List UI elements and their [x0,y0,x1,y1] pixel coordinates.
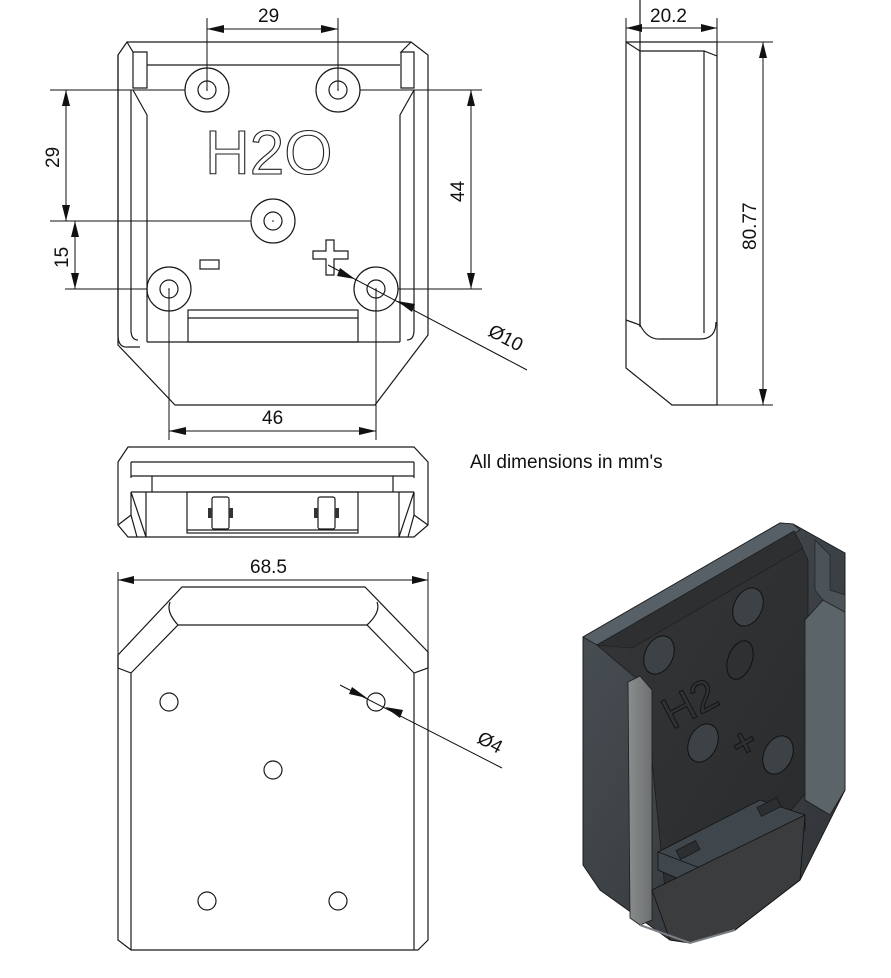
render-right-rail [804,599,846,816]
units-note: All dimensions in mm's [470,452,663,473]
iso-render: H2 [582,522,846,945]
front-left-rail-inner [130,90,139,341]
dim-side-height: 80.77 [740,202,761,250]
logo-h2o: H2O [205,119,332,188]
front-left-rail-outer [117,55,140,348]
front-left-tab [126,41,148,89]
render-left-rail [627,675,653,926]
front-connector-block [187,309,359,343]
back-outer-outline [117,586,429,951]
back-dimensions: 68.5 Ø4 [117,557,507,769]
front-right-tab [399,41,415,89]
minus-terminal-mark [199,259,220,270]
render-hole [762,735,794,775]
plus-terminal-mark [312,239,349,276]
back-hole-top-left [159,692,179,712]
end-clip-right [314,496,339,530]
side-lower-curve [625,319,717,340]
front-right-rail-inner [406,90,415,341]
front-right-wall [399,89,415,342]
front-left-wall [132,89,148,342]
dim-vertical-upper: 29 [43,147,64,168]
end-connector-block [186,491,359,534]
back-view [117,586,429,951]
dim-hole-spacing-bottom: 46 [262,408,283,429]
dim-back-width: 68.5 [250,557,287,578]
render-hole [643,635,675,675]
dim-back-hole-diameter: Ø4 [474,728,507,759]
front-dimensions: 29 29 15 44 46 Ø10 [43,6,528,440]
front-outer-outline [117,41,429,406]
render-hole [687,723,719,763]
render-hole [732,587,764,627]
render-plus-mark [733,732,755,754]
dim-hole-spacing-top: 29 [258,6,279,27]
front-view: H2O + - [117,41,429,406]
side-outer-outline [625,41,718,406]
back-hole-bottom-right [328,891,348,911]
back-hole-top-right [366,692,386,712]
end-clip-left [208,496,233,530]
dim-vertical-right: 44 [448,180,469,202]
dim-vertical-lower: 15 [52,247,73,268]
side-view: 20.2 80.77 [625,0,773,406]
side-top-chamfer [625,41,718,57]
back-hole-bottom-left [197,891,217,911]
dim-side-depth: 20.2 [650,6,687,27]
end-view [117,446,429,538]
back-hole-center [263,760,283,780]
front-boss-center [250,198,296,244]
